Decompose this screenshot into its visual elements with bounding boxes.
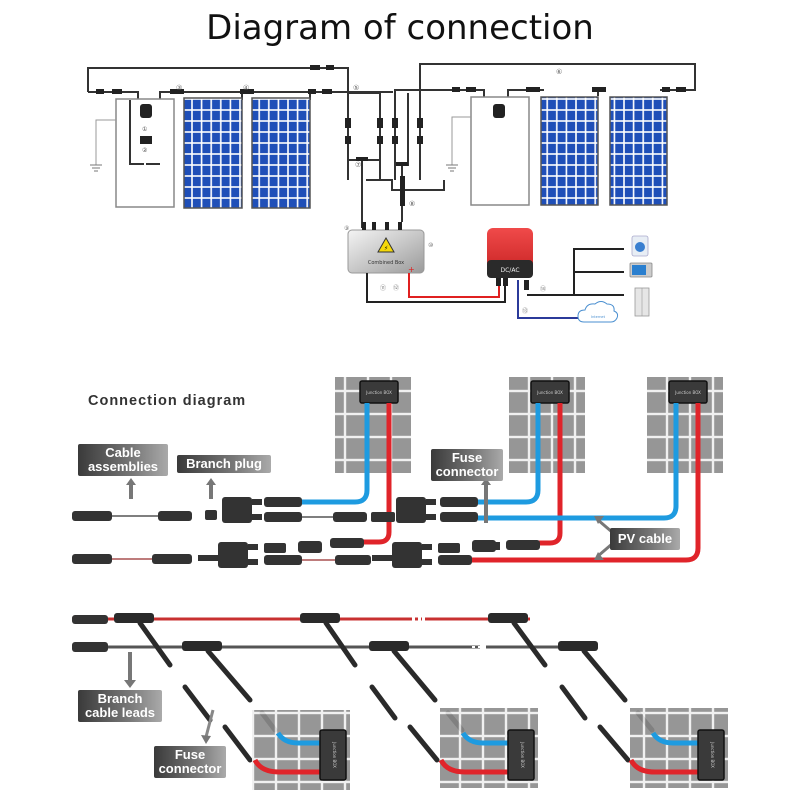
panel-junction-box xyxy=(493,104,505,118)
svg-text:⚡: ⚡ xyxy=(384,245,388,252)
solar-panel xyxy=(540,96,599,206)
svg-text:⑭: ⑭ xyxy=(540,285,546,293)
negative-pv-cable xyxy=(478,403,541,505)
svg-text:Junction BOX: Junction BOX xyxy=(520,741,525,768)
solar-panel xyxy=(183,97,243,209)
combiner-box: ⚡ Combined Box ⑨ ⑩ xyxy=(344,222,433,274)
svg-text:+: + xyxy=(408,265,415,274)
svg-text:Junction BOX: Junction BOX xyxy=(365,390,392,395)
mc4-connectors xyxy=(72,497,478,523)
negative-pv-cable xyxy=(300,403,370,505)
svg-text:②: ② xyxy=(142,147,148,154)
junction-box: Junction BOX xyxy=(319,729,347,781)
callout-branch-plug: Branch plug xyxy=(177,455,271,473)
svg-text:Junction BOX: Junction BOX xyxy=(710,741,715,768)
callout-arrows xyxy=(126,478,613,560)
panel-junction-box xyxy=(140,104,152,118)
svg-text:⑬: ⑬ xyxy=(522,307,528,315)
svg-text:④: ④ xyxy=(243,84,249,92)
junction-box: Junction BOX xyxy=(668,380,708,404)
internet-cloud-icon: Internet xyxy=(577,301,619,323)
positive-pv-cable xyxy=(342,403,392,545)
callout-branch-cable-leads: Branch cable leads xyxy=(78,690,162,722)
svg-text:③: ③ xyxy=(176,84,182,92)
positive-pv-cable xyxy=(470,403,701,563)
fuse-block xyxy=(140,136,152,144)
dc-negative-cable xyxy=(366,273,506,303)
positive-pv-cable xyxy=(538,403,563,546)
warning-icon xyxy=(377,236,395,253)
mc4-connectors xyxy=(72,538,540,568)
callout-fuse-connector-top: Fuse connector xyxy=(431,449,503,481)
inverter-label: DC/AC xyxy=(500,267,519,274)
svg-text:⑤: ⑤ xyxy=(353,84,359,92)
svg-text:⑫: ⑫ xyxy=(393,284,399,292)
washing-machine-icon xyxy=(631,235,649,257)
svg-text:Junction BOX: Junction BOX xyxy=(536,390,563,395)
svg-text:⑧: ⑧ xyxy=(409,200,415,208)
svg-text:⑦: ⑦ xyxy=(355,161,361,169)
junction-box: Junction BOX xyxy=(359,380,399,404)
ground-icon xyxy=(446,164,458,172)
ground-wire xyxy=(95,119,116,165)
callout-pv-cable: PV cable xyxy=(610,528,680,550)
microwave-icon xyxy=(629,262,653,278)
junction-box: Junction BOX xyxy=(697,729,725,781)
junction-box: Junction BOX xyxy=(530,380,570,404)
ground-icon xyxy=(90,164,102,172)
callout-fuse-connector-bottom: Fuse connector xyxy=(154,746,226,778)
solar-panel xyxy=(251,97,311,209)
svg-text:⑨: ⑨ xyxy=(344,225,349,232)
connection-diagram-heading: Connection diagram xyxy=(88,393,247,409)
communication-cable xyxy=(517,280,580,319)
negative-pv-cable xyxy=(478,403,679,521)
svg-text:⑪: ⑪ xyxy=(380,284,386,292)
svg-text:Internet: Internet xyxy=(591,315,606,319)
mc4-connectors xyxy=(96,65,334,94)
svg-text:⑥: ⑥ xyxy=(556,68,562,76)
callout-cable-assemblies: Cable assemblies xyxy=(78,444,168,476)
junction-box: Junction BOX xyxy=(507,729,535,781)
combiner-box-label: Combined Box xyxy=(368,260,404,266)
svg-text:Junction BOX: Junction BOX xyxy=(332,741,337,768)
branch-cable-system: Junction BOX Junction BOX Junction BOX xyxy=(72,613,728,790)
svg-text:Junction BOX: Junction BOX xyxy=(674,390,701,395)
solar-panel xyxy=(609,96,668,206)
svg-text:①: ① xyxy=(142,126,147,133)
inverter: DC/AC xyxy=(487,228,533,290)
page-title: Diagram of connection xyxy=(206,8,594,48)
svg-text:⑩: ⑩ xyxy=(428,242,433,249)
refrigerator-icon xyxy=(634,287,650,317)
dc-positive-cable xyxy=(408,273,500,298)
ac-output-cable xyxy=(527,248,624,296)
